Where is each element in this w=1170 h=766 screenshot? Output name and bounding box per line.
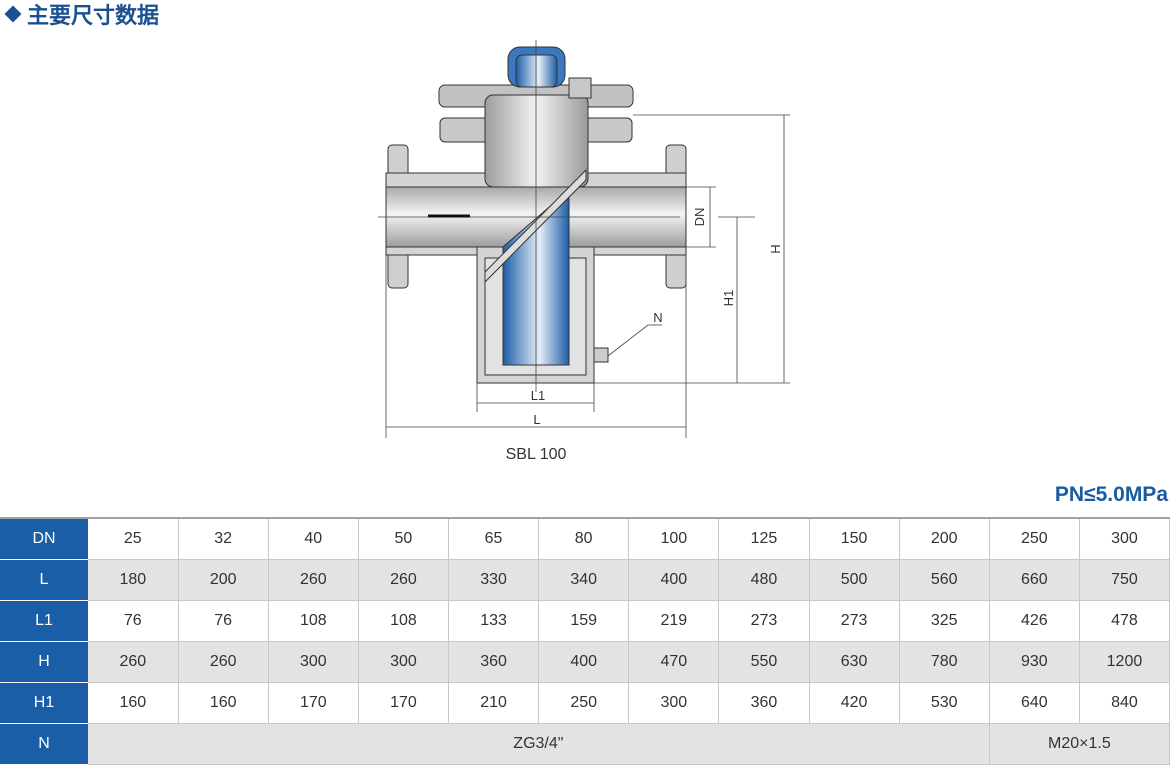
- table-cell: 478: [1079, 600, 1170, 642]
- bolt: [568, 77, 592, 99]
- table-cell: 250: [989, 518, 1080, 560]
- h1-label: H1: [721, 290, 736, 307]
- table-cell: 273: [718, 600, 810, 642]
- table-cell: 300: [1079, 518, 1170, 560]
- table-cell: 660: [989, 559, 1080, 601]
- table-cell: 170: [268, 682, 359, 724]
- title-text: 主要尺寸数据: [27, 3, 160, 28]
- table-cell: 210: [448, 682, 540, 724]
- row-header: L1: [0, 600, 88, 642]
- table-cell: 400: [538, 641, 630, 683]
- drain-plug: [593, 347, 609, 363]
- table-cell: 40: [268, 518, 359, 560]
- table-cell: ZG3/4": [88, 723, 990, 765]
- row-header: DN: [0, 518, 88, 560]
- row-header: H: [0, 641, 88, 683]
- table-cell: 260: [358, 559, 450, 601]
- table-cell: 125: [718, 518, 810, 560]
- table-cell: 300: [268, 641, 359, 683]
- table-cell: 160: [178, 682, 269, 724]
- table-cell: 750: [1079, 559, 1170, 601]
- table-cell: 219: [628, 600, 720, 642]
- dn-label: DN: [692, 208, 707, 227]
- section-title: 主要尺寸数据: [4, 0, 159, 30]
- table-cell: 170: [358, 682, 450, 724]
- table-cell: 159: [538, 600, 630, 642]
- l-label: L: [533, 412, 540, 427]
- table-cell: 150: [809, 518, 900, 560]
- row-header: H1: [0, 682, 88, 724]
- table-cell: 470: [628, 641, 720, 683]
- table-cell: 65: [448, 518, 540, 560]
- table-cell: 50: [358, 518, 450, 560]
- table-cell: 400: [628, 559, 720, 601]
- table-cell: 160: [88, 682, 179, 724]
- table-cell: 500: [809, 559, 900, 601]
- strainer-diagram: DN H H1 L1 L N SBL 100: [378, 40, 790, 463]
- table-cell: M20×1.5: [989, 723, 1170, 765]
- table-cell: 200: [899, 518, 990, 560]
- model-label: SBL 100: [506, 446, 567, 463]
- table-cell: 260: [88, 641, 179, 683]
- table-cell: 300: [358, 641, 450, 683]
- table-cell: 1200: [1079, 641, 1170, 683]
- table-cell: 930: [989, 641, 1080, 683]
- table-cell: 420: [809, 682, 900, 724]
- table-cell: 76: [178, 600, 269, 642]
- table-cell: 32: [178, 518, 269, 560]
- table-cell: 300: [628, 682, 720, 724]
- table-cell: 426: [989, 600, 1080, 642]
- table-cell: 360: [448, 641, 540, 683]
- table-cell: 200: [178, 559, 269, 601]
- pressure-rating: PN≤5.0MPa: [1054, 483, 1168, 506]
- row-header: N: [0, 723, 88, 765]
- table-cell: 273: [809, 600, 900, 642]
- table-cell: 180: [88, 559, 179, 601]
- table-cell: 250: [538, 682, 630, 724]
- table-cell: 325: [899, 600, 990, 642]
- l1-label: L1: [531, 388, 545, 403]
- table-cell: 840: [1079, 682, 1170, 724]
- table-cell: 260: [178, 641, 269, 683]
- bonnet: [484, 94, 589, 188]
- table-cell: 76: [88, 600, 179, 642]
- table-cell: 560: [899, 559, 990, 601]
- table-cell: 780: [899, 641, 990, 683]
- h-label: H: [768, 244, 783, 253]
- table-cell: 260: [268, 559, 359, 601]
- row-header: L: [0, 559, 88, 601]
- table-cell: 640: [989, 682, 1080, 724]
- n-label: N: [653, 310, 662, 325]
- table-cell: 480: [718, 559, 810, 601]
- table-cell: 100: [628, 518, 720, 560]
- table-cell: 108: [268, 600, 359, 642]
- table-cell: 340: [538, 559, 630, 601]
- table-cell: 133: [448, 600, 540, 642]
- table-cell: 530: [899, 682, 990, 724]
- table-cell: 108: [358, 600, 450, 642]
- table-cell: 360: [718, 682, 810, 724]
- table-cell: 630: [809, 641, 900, 683]
- table-cell: 330: [448, 559, 540, 601]
- table-cell: 550: [718, 641, 810, 683]
- table-cell: 80: [538, 518, 630, 560]
- table-cell: 25: [88, 518, 179, 560]
